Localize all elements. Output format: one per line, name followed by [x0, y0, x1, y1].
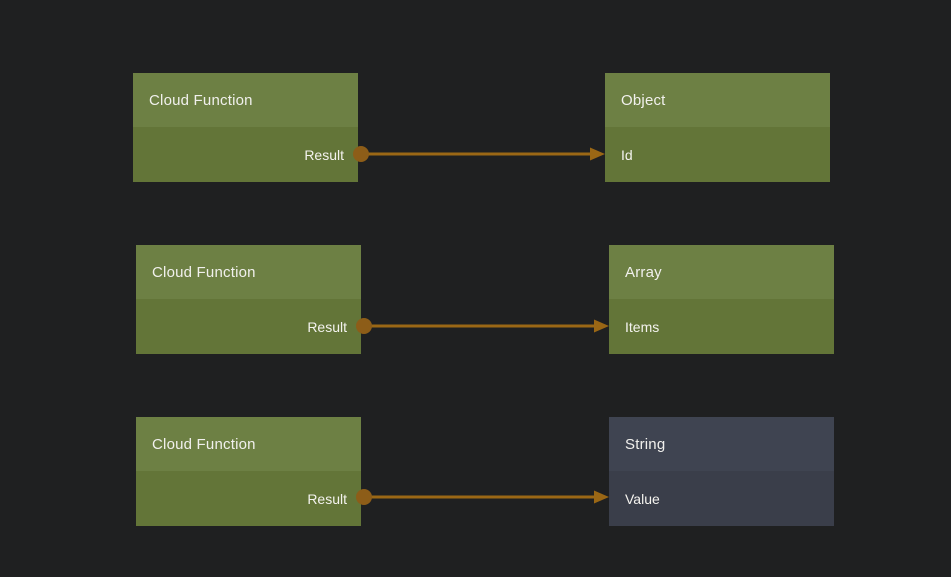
node-title: Array — [625, 263, 662, 281]
connection-result-to-items[interactable] — [356, 318, 609, 334]
node-object[interactable]: Object Id — [605, 73, 830, 182]
arrowhead-icon — [590, 147, 605, 161]
output-port-label: Result — [307, 318, 347, 335]
arrowhead-icon — [594, 490, 609, 504]
output-port-result[interactable]: Result — [150, 491, 347, 507]
node-body: Id — [605, 127, 830, 182]
node-title: Cloud Function — [149, 91, 253, 109]
node-cloud-function-2[interactable]: Cloud Function Result — [136, 245, 361, 354]
node-body: Result — [136, 471, 361, 526]
node-title: Cloud Function — [152, 435, 256, 453]
node-cloud-function-1[interactable]: Cloud Function Result — [133, 73, 358, 182]
node-header[interactable]: Cloud Function — [136, 417, 361, 471]
node-cloud-function-3[interactable]: Cloud Function Result — [136, 417, 361, 526]
input-port-value[interactable]: Value — [623, 491, 820, 507]
node-header[interactable]: Cloud Function — [136, 245, 361, 299]
node-body: Items — [609, 299, 834, 354]
node-header[interactable]: Array — [609, 245, 834, 299]
output-port-result[interactable]: Result — [147, 147, 344, 163]
node-string[interactable]: String Value — [609, 417, 834, 526]
input-port-id[interactable]: Id — [619, 147, 816, 163]
node-header[interactable]: Cloud Function — [133, 73, 358, 127]
input-port-items[interactable]: Items — [623, 319, 820, 335]
output-port-result[interactable]: Result — [150, 319, 347, 335]
arrowhead-icon — [594, 319, 609, 333]
input-port-label: Id — [621, 146, 633, 163]
node-array[interactable]: Array Items — [609, 245, 834, 354]
node-body: Value — [609, 471, 834, 526]
output-port-label: Result — [307, 490, 347, 507]
node-title: Object — [621, 91, 666, 109]
output-port-label: Result — [304, 146, 344, 163]
node-title: Cloud Function — [152, 263, 256, 281]
node-title: String — [625, 435, 666, 453]
node-header[interactable]: String — [609, 417, 834, 471]
connection-result-to-value[interactable] — [356, 489, 609, 505]
input-port-label: Value — [625, 490, 660, 507]
node-body: Result — [136, 299, 361, 354]
node-body: Result — [133, 127, 358, 182]
node-header[interactable]: Object — [605, 73, 830, 127]
input-port-label: Items — [625, 318, 660, 335]
connection-result-to-id[interactable] — [353, 146, 605, 162]
